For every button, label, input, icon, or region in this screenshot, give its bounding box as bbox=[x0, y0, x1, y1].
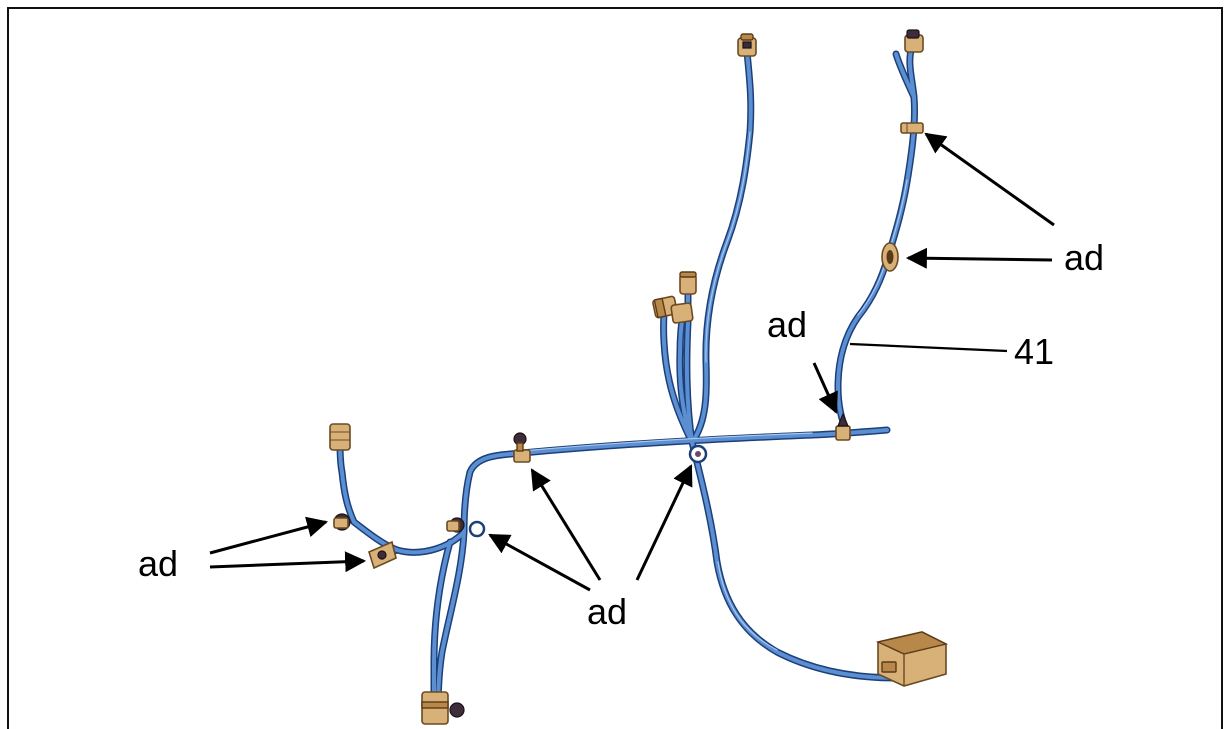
labels: ad 41 ad ad ad bbox=[138, 237, 1104, 632]
connector-top-right bbox=[904, 29, 924, 53]
clip-left-upper bbox=[333, 513, 351, 531]
leader-41 bbox=[849, 342, 1008, 353]
wire-fill bbox=[338, 45, 917, 722]
wire-outline bbox=[336, 43, 919, 724]
connector-top-center bbox=[737, 33, 757, 57]
clip-left-lower bbox=[368, 540, 397, 570]
clip-right-middle bbox=[881, 242, 899, 272]
clip-center-left bbox=[513, 432, 531, 463]
clip-top-right bbox=[900, 122, 924, 134]
arrow-to-right-middle-clip bbox=[905, 247, 1053, 269]
label-ad-left: ad bbox=[138, 543, 178, 584]
arrow-left-upper bbox=[209, 516, 329, 555]
label-ad-top-right: ad bbox=[1064, 237, 1104, 278]
label-ad-mid-right: ad bbox=[767, 304, 807, 345]
wire-highlight bbox=[521, 131, 908, 651]
figure-frame: ad 41 ad ad ad bbox=[7, 7, 1223, 729]
callouts bbox=[209, 132, 1055, 592]
connector-bottom-left bbox=[421, 691, 465, 725]
arrow-to-top-right-clip bbox=[924, 132, 1055, 227]
clip-left-junction bbox=[446, 517, 486, 538]
junction-clip-center bbox=[688, 444, 708, 464]
arrow-bottom-to-left-junction bbox=[488, 533, 591, 592]
harness-components bbox=[329, 29, 949, 725]
arrow-bottom-to-center-left bbox=[530, 468, 602, 581]
connector-left-top bbox=[329, 423, 351, 451]
label-41: 41 bbox=[1014, 331, 1054, 372]
connector-cluster bbox=[652, 271, 697, 324]
connector-bottom-right bbox=[875, 631, 949, 687]
arrow-to-right-end-clip bbox=[812, 362, 838, 414]
clip-right-end bbox=[835, 412, 851, 441]
label-ad-bottom-center: ad bbox=[587, 591, 627, 632]
arrow-bottom-to-junction bbox=[635, 464, 693, 581]
arrow-left-lower bbox=[209, 551, 367, 573]
wire-harness bbox=[336, 43, 919, 724]
wiring-harness-diagram: ad 41 ad ad ad bbox=[138, 29, 1104, 725]
